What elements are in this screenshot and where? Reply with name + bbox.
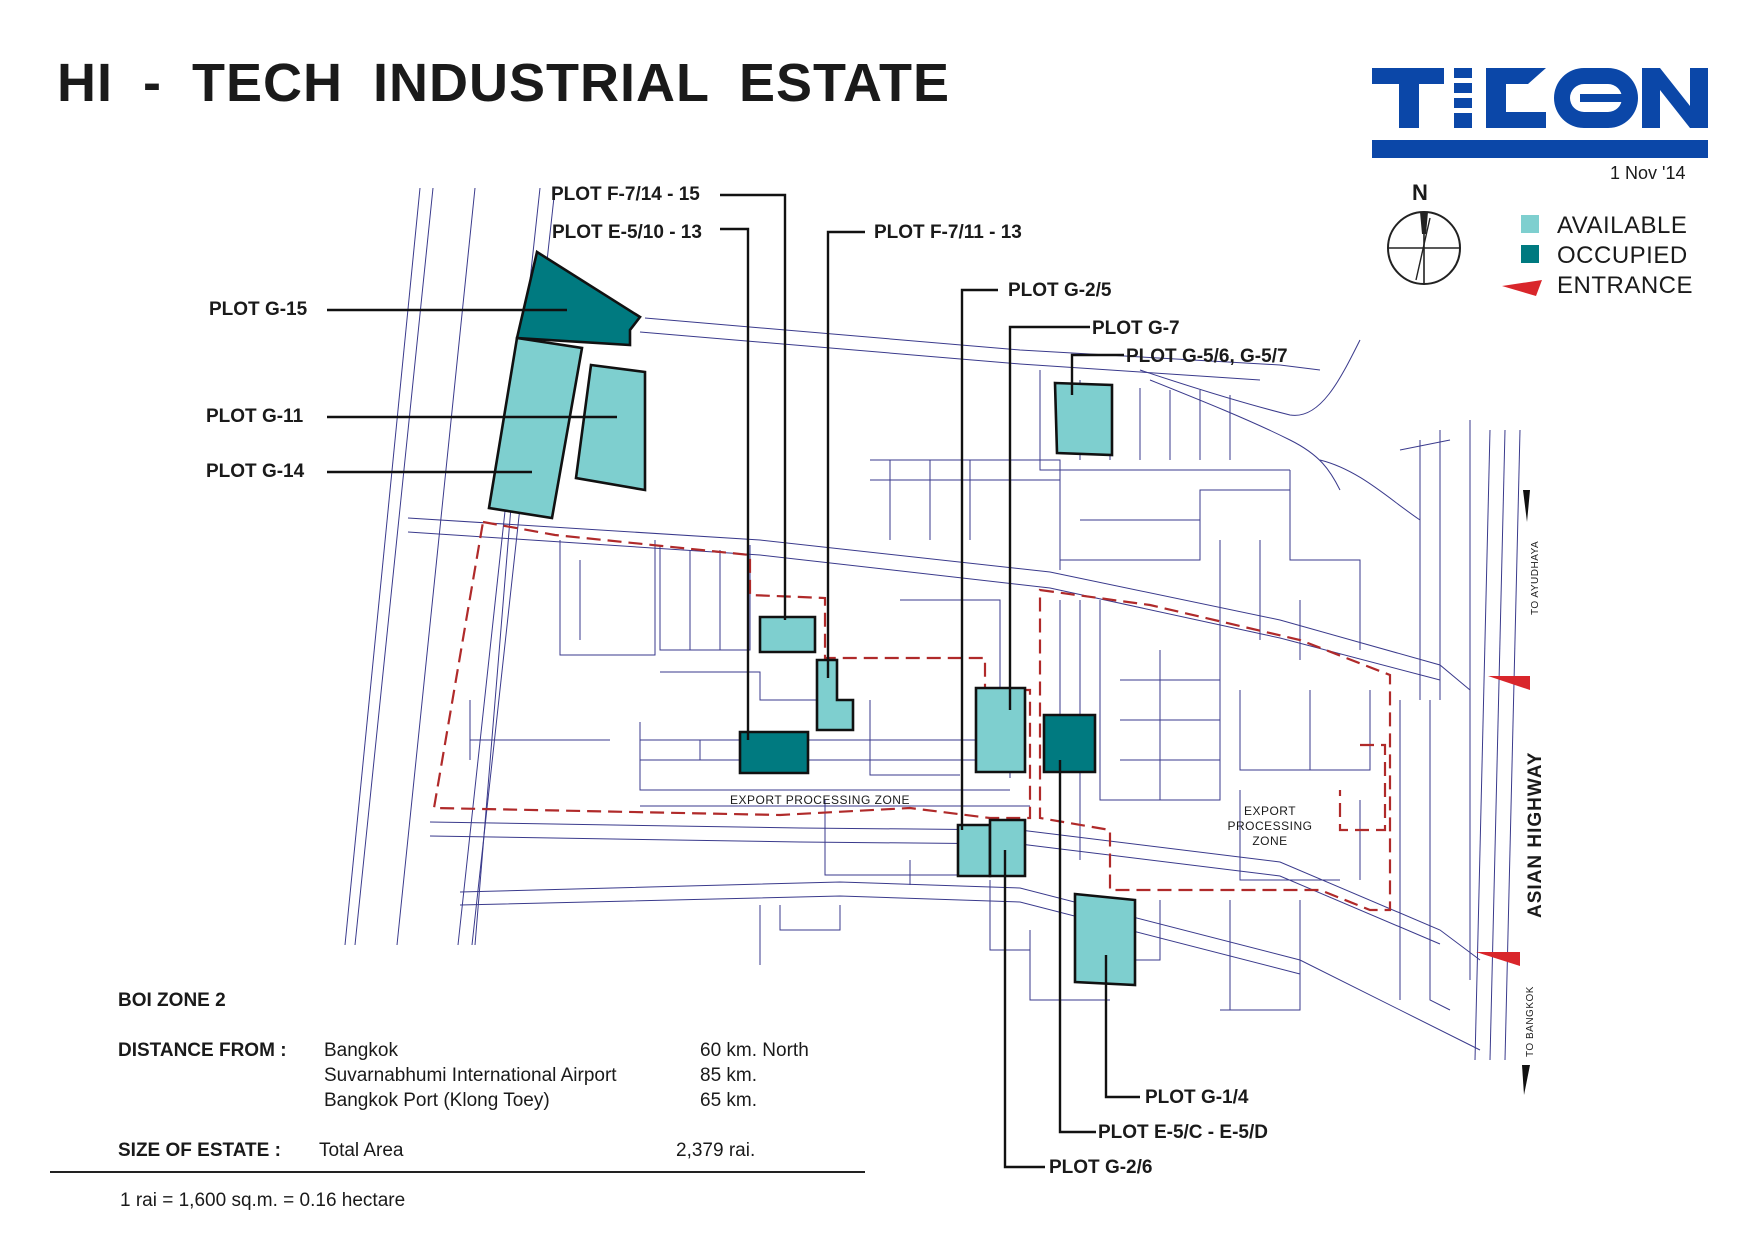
plot-e5c-e5d-shape: [1042, 713, 1097, 774]
boi-zone: BOI ZONE 2: [118, 990, 226, 1011]
page-title: HI - TECH INDUSTRIAL ESTATE: [57, 53, 950, 113]
legend-occupied-swatch: [1521, 245, 1539, 263]
plot-g2-6-label: PLOT G-2/6: [1049, 1157, 1153, 1178]
distance-value-1: 85 km.: [700, 1065, 758, 1086]
export-zone-line-2: PROCESSING: [1227, 819, 1313, 833]
distance-place-2: Bangkok Port (Klong Toey): [324, 1090, 550, 1111]
plot-e5c-e5d-label: PLOT E-5/C - E-5/D: [1098, 1122, 1268, 1143]
legend-available-swatch: [1521, 215, 1539, 233]
size-place: Total Area: [319, 1140, 404, 1161]
legend-entrance-icon: [1502, 280, 1542, 296]
distance-value-2: 65 km.: [700, 1090, 758, 1111]
plot-g1-4-label: PLOT G-1/4: [1145, 1087, 1249, 1108]
plot-g15-shape: [515, 249, 642, 347]
compass-icon: [1387, 211, 1461, 285]
entrance-markers: [1476, 676, 1530, 966]
to-bangkok-label: TO BANGKOK: [1525, 986, 1536, 1057]
distance-value-0: 60 km. North: [700, 1040, 809, 1061]
plot-g5-6-7-label: PLOT G-5/6, G-5/7: [1126, 346, 1288, 367]
size-value: 2,379 rai.: [676, 1140, 756, 1161]
size-of-estate-label: SIZE OF ESTATE :: [118, 1140, 281, 1161]
plot-f7-11-13-shape: [815, 658, 855, 732]
export-zone-label-2: EXPORT PROCESSING ZONE: [1220, 804, 1320, 849]
legend-entrance-label: ENTRANCE: [1557, 272, 1694, 299]
plot-e5-10-13-label: PLOT E-5/10 - 13: [552, 222, 702, 243]
distance-place-0: Bangkok: [324, 1040, 398, 1061]
plot-g2-6-shape: [988, 818, 1027, 878]
compass-north-label: N: [1412, 180, 1428, 205]
plot-g14-label: PLOT G-14: [206, 461, 305, 482]
plot-f7-14-15-label: PLOT F-7/14 - 15: [551, 184, 700, 205]
plot-g2-5-label: PLOT G-2/5: [1008, 280, 1112, 301]
legend-available-label: AVAILABLE: [1557, 212, 1688, 239]
divider-line: [50, 1171, 865, 1173]
plot-g7-shape: [974, 686, 1027, 774]
footnote: 1 rai = 1,600 sq.m. = 0.16 hectare: [120, 1190, 406, 1211]
plot-g14-shape: [574, 363, 647, 492]
plot-g15-label: PLOT G-15: [209, 299, 308, 320]
export-zone-label: EXPORT PROCESSING ZONE: [730, 793, 910, 807]
distance-from-label: DISTANCE FROM :: [118, 1040, 287, 1061]
asian-highway-label: ASIAN HIGHWAY: [1525, 751, 1546, 918]
plot-g2-5-shape: [956, 823, 992, 878]
plot-g5-6-7-shape: [1053, 381, 1114, 457]
export-zone-line-3: ZONE: [1252, 834, 1288, 848]
plot-f7-11-13-label: PLOT F-7/11 - 13: [874, 222, 1022, 243]
leader-lines: [327, 193, 1140, 1169]
ticon-logo: [1372, 68, 1708, 158]
plot-g1-4-shape: [1073, 892, 1137, 987]
plot-f7-14-15-shape: [758, 615, 817, 654]
map-date: 1 Nov '14: [1610, 163, 1686, 183]
plot-e5-10-13-shape: [738, 730, 810, 775]
export-zone-line-1: EXPORT: [1243, 804, 1297, 818]
distance-place-1: Suvarnabhumi International Airport: [324, 1065, 617, 1086]
plot-shapes: [487, 249, 1137, 987]
plot-g11-shape: [487, 336, 584, 520]
highway-arrows: [1522, 490, 1530, 1095]
plot-g11-label: PLOT G-11: [206, 406, 304, 427]
estate-boundary: [432, 520, 1392, 912]
to-ayudhaya-label: TO AYUDHAYA: [1530, 540, 1541, 615]
plot-g7-label: PLOT G-7: [1092, 318, 1180, 339]
legend-occupied-label: OCCUPIED: [1557, 242, 1688, 269]
